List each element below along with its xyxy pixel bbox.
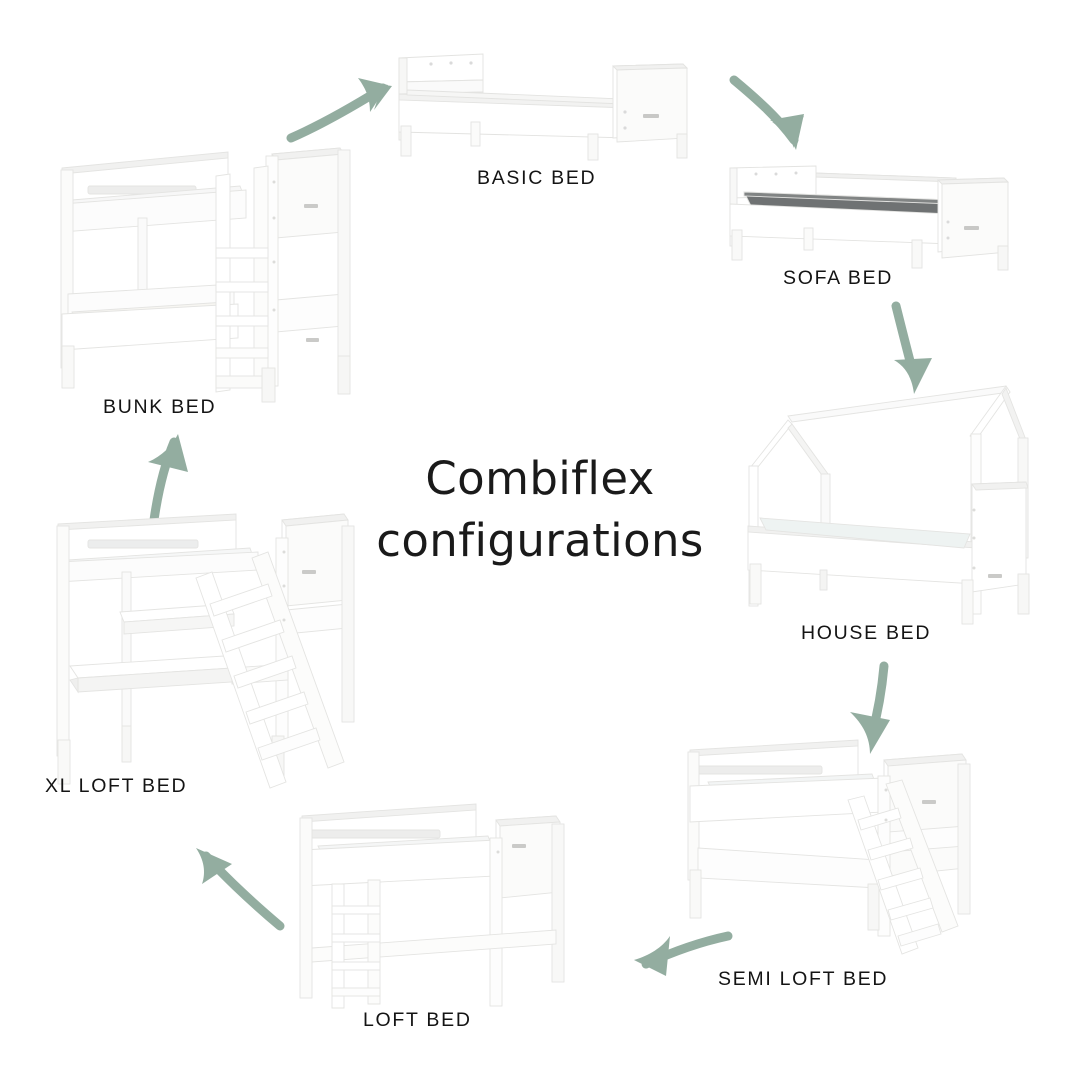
label-basic-bed: BASIC BED xyxy=(477,167,597,189)
product-image-xl-loft-bed xyxy=(44,500,374,790)
label-bunk-bed: BUNK BED xyxy=(103,396,217,418)
arrow-house-to-semiloft xyxy=(840,661,914,760)
label-house-bed: HOUSE BED xyxy=(801,622,932,644)
product-image-loft-bed xyxy=(272,780,572,1010)
page-title: Combiflex configurations xyxy=(376,452,704,568)
product-image-basic-bed xyxy=(385,42,705,161)
label-loft-bed: LOFT BED xyxy=(363,1009,472,1031)
label-xl-loft-bed: XL LOFT BED xyxy=(45,775,188,797)
arrow-loft-to-xlloft xyxy=(184,840,294,935)
arrow-sofa-to-house xyxy=(878,301,948,400)
product-image-sofa-bed xyxy=(716,160,1026,275)
arrow-semiloft-to-loft xyxy=(624,924,734,994)
product-image-house-bed xyxy=(730,378,1030,626)
label-sofa-bed: SOFA BED xyxy=(783,267,894,289)
arrow-bunk-to-basic xyxy=(286,68,408,146)
label-semi-loft-bed: SEMI LOFT BED xyxy=(718,968,889,990)
arrow-xlloft-to-bunk xyxy=(132,430,208,526)
product-image-semi-loft-bed xyxy=(672,720,1017,960)
product-image-bunk-bed xyxy=(50,142,351,404)
arrow-basic-to-sofa xyxy=(729,74,842,164)
